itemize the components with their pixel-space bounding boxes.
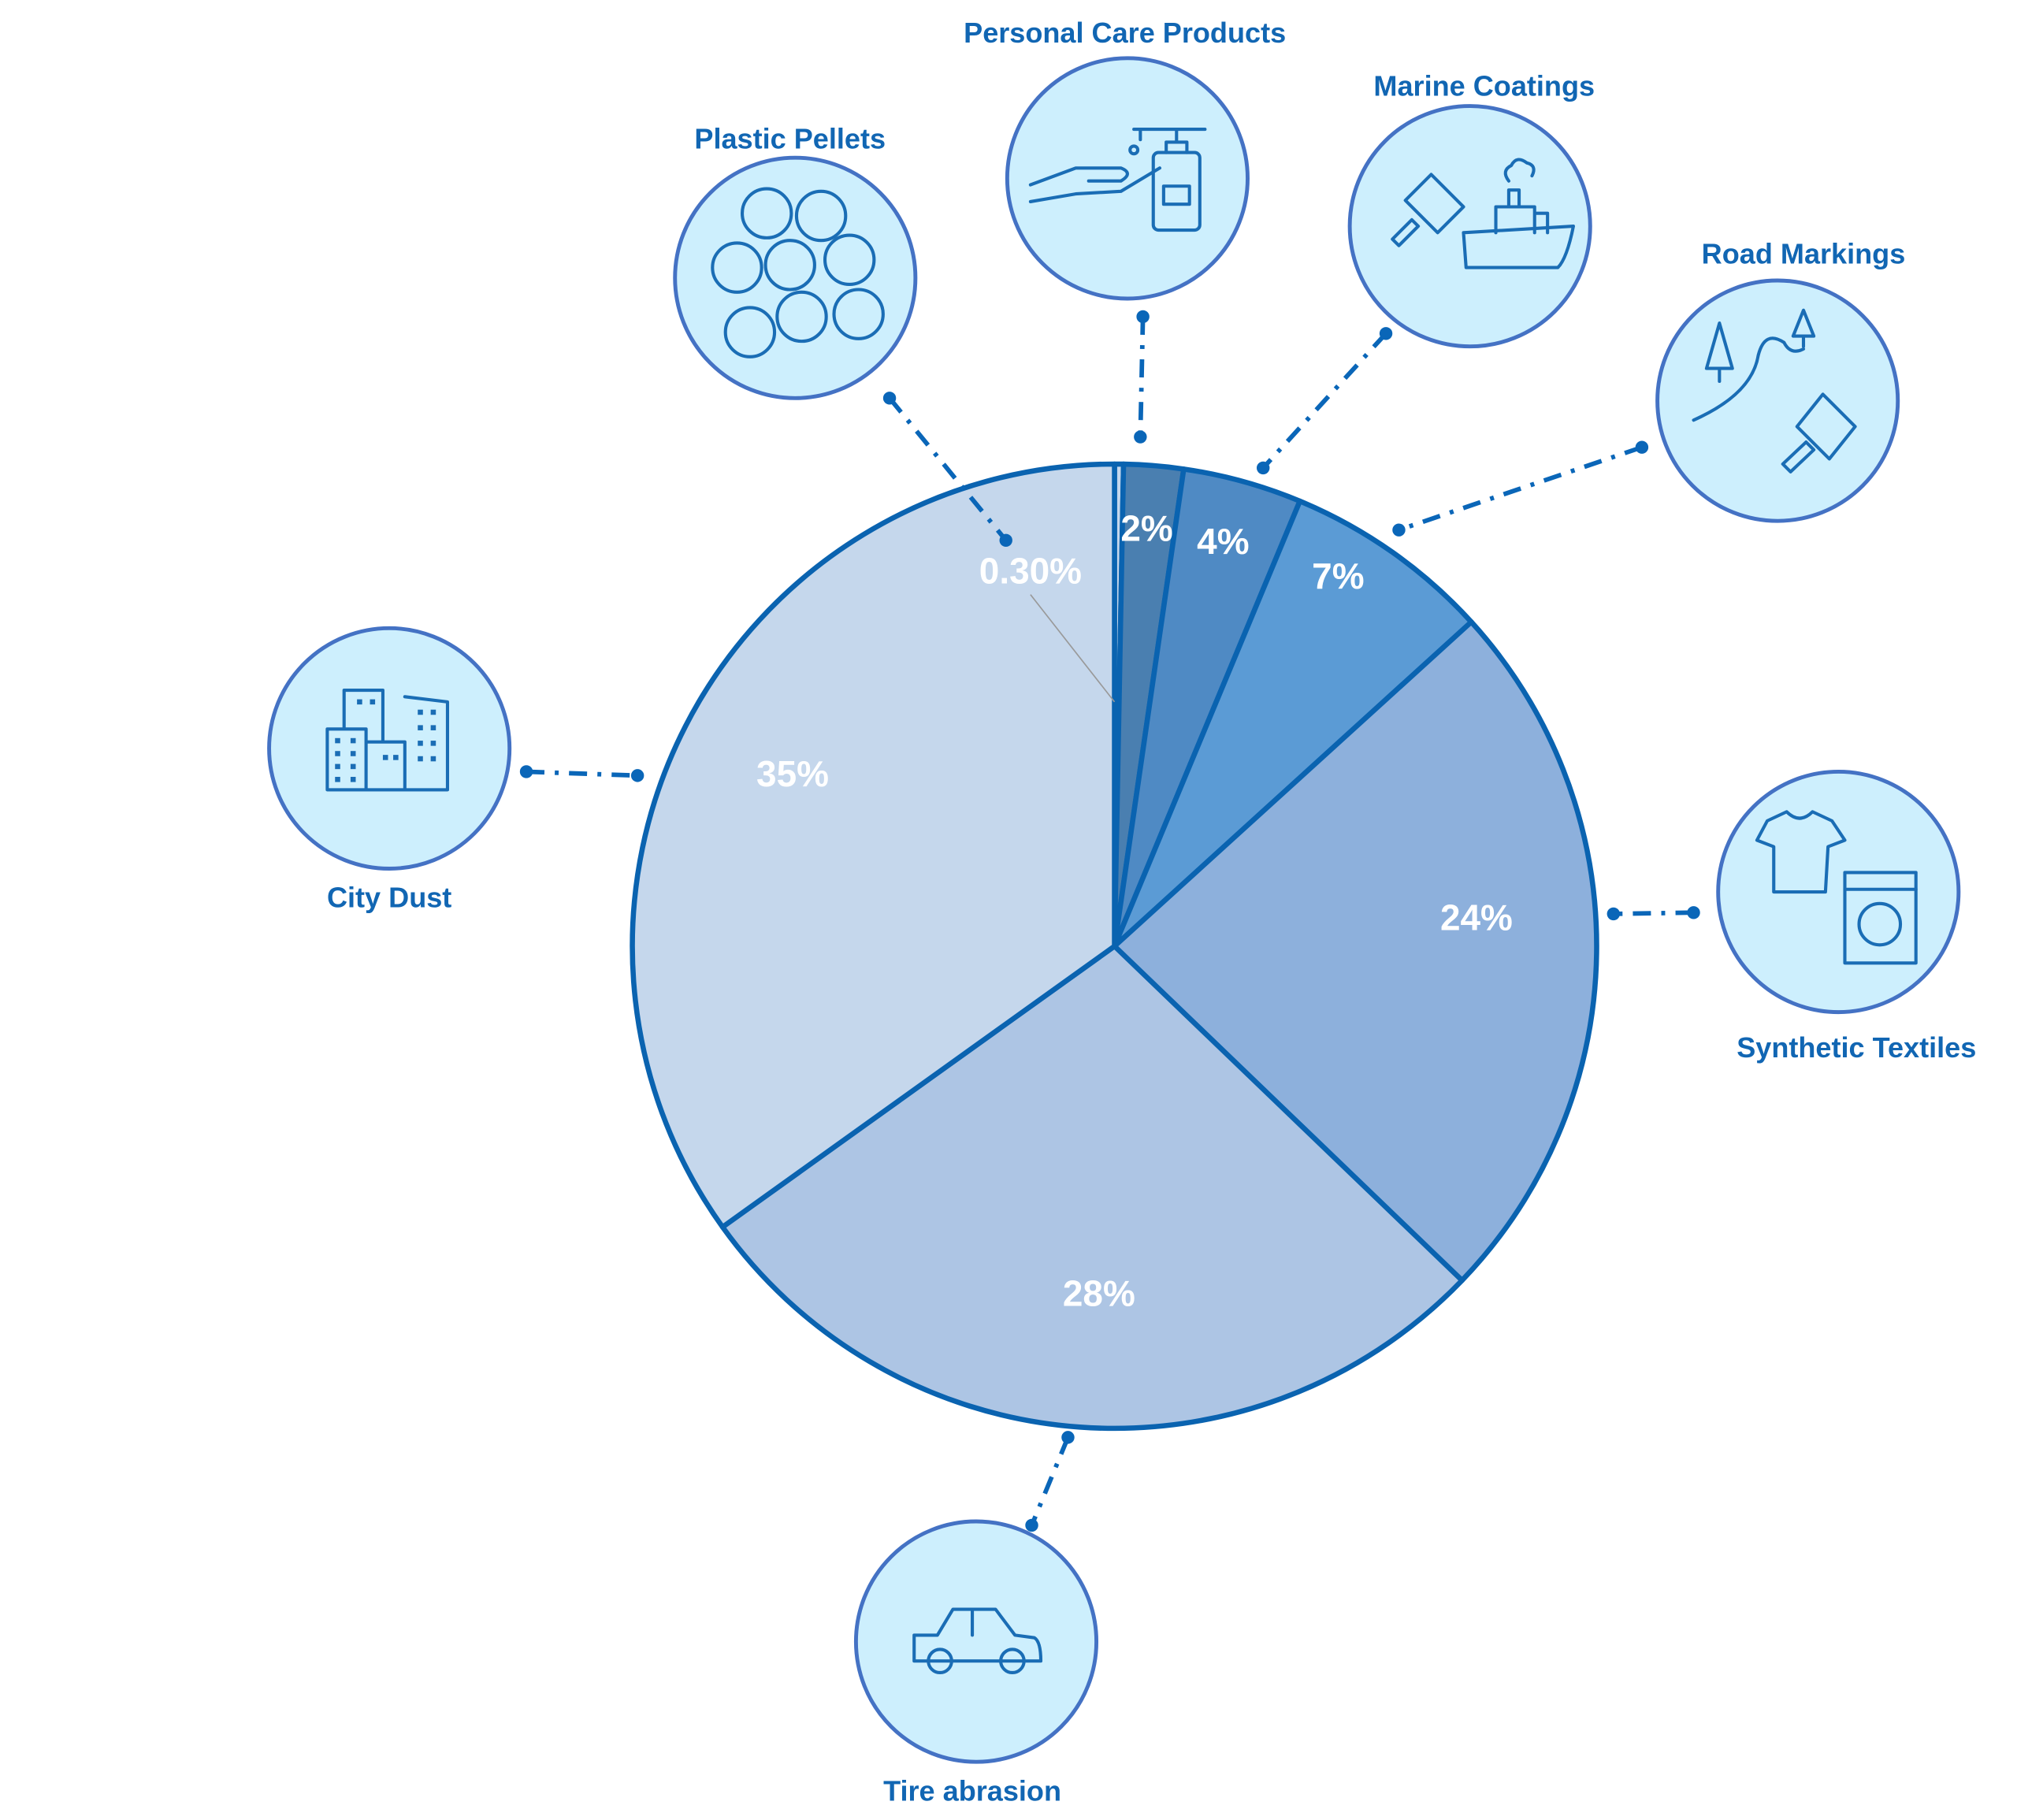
leader-dot xyxy=(999,533,1012,547)
hand-soap-icon xyxy=(1028,128,1207,232)
icon-circle xyxy=(1716,769,1961,1015)
value-labels: 0.30% 2% 4% 7% 24% 28% 35% xyxy=(756,507,1513,1313)
leader-dot xyxy=(1061,1431,1075,1444)
small-slice-pointer xyxy=(1030,594,1116,703)
leader-dot xyxy=(1635,440,1649,454)
callout-personal-care-products: Personal Care Products xyxy=(964,17,1286,444)
city-buildings-icon xyxy=(325,689,450,792)
icon-circle xyxy=(853,1519,1099,1764)
value-label: 35% xyxy=(756,753,829,794)
callouts: Plastic Pellets Personal Care ProductsMar… xyxy=(267,17,1976,1807)
category-label: Tire abrasion xyxy=(883,1774,1061,1807)
callout-city-dust: City Dust xyxy=(267,626,644,914)
icon-circle xyxy=(1005,56,1250,301)
callout-synthetic-textiles: Synthetic Textiles xyxy=(1607,769,1976,1064)
value-label: 4% xyxy=(1197,521,1249,562)
leader-dot xyxy=(1134,430,1147,444)
ship-paintbrush-icon xyxy=(1391,158,1576,269)
callout-road-markings: Road Markings xyxy=(1392,238,1905,537)
leader-dot xyxy=(1025,1518,1038,1532)
value-label: 24% xyxy=(1440,897,1513,938)
leader-dot xyxy=(882,392,897,405)
leader-line xyxy=(526,769,638,778)
category-label: Personal Care Products xyxy=(964,17,1286,49)
pie-slices xyxy=(630,461,1599,1432)
leader-dot xyxy=(1687,906,1700,919)
leader-dot xyxy=(1607,907,1621,921)
category-label: Road Markings xyxy=(1702,238,1906,270)
leader-dot xyxy=(1257,461,1270,475)
pie-slice-synthetic-textiles xyxy=(1112,619,1599,1283)
icon-circle xyxy=(673,155,918,400)
icon-circle xyxy=(1347,104,1592,349)
category-label: Plastic Pellets xyxy=(694,123,886,155)
shirt-washer-icon xyxy=(1755,810,1918,965)
leader-dot xyxy=(1379,327,1393,340)
leader-line xyxy=(1138,316,1146,437)
icon-circle xyxy=(1655,278,1900,523)
value-label: 28% xyxy=(1063,1273,1135,1314)
callout-plastic-pellets: Plastic Pellets xyxy=(673,123,1012,547)
category-label: City Dust xyxy=(327,882,451,914)
icon-circle xyxy=(267,626,512,871)
road-trees-icon xyxy=(1692,308,1857,474)
leader-line xyxy=(887,396,1008,542)
callout-tire-abrasion: Tire abrasion xyxy=(853,1431,1099,1807)
leader-line xyxy=(1261,332,1388,470)
value-label: 7% xyxy=(1312,555,1364,596)
leader-dot xyxy=(1136,310,1150,324)
pie-slice-tire-abrasion xyxy=(719,943,1465,1432)
leader-dot xyxy=(519,765,533,778)
pellets-icon xyxy=(711,187,885,358)
category-label: Marine Coatings xyxy=(1373,69,1595,102)
leader-dot xyxy=(1392,523,1406,537)
category-label: Synthetic Textiles xyxy=(1737,1031,1976,1064)
leader-line xyxy=(1029,1436,1071,1527)
leader-line xyxy=(1613,910,1694,916)
value-label: 2% xyxy=(1120,507,1172,548)
pie-slice-road-markings xyxy=(1112,498,1474,949)
car-icon xyxy=(912,1607,1043,1675)
leader-line xyxy=(1398,444,1643,533)
callout-marine-coatings: Marine Coatings xyxy=(1257,69,1595,475)
value-label: 0.30% xyxy=(979,551,1082,592)
leader-dot xyxy=(630,769,644,782)
